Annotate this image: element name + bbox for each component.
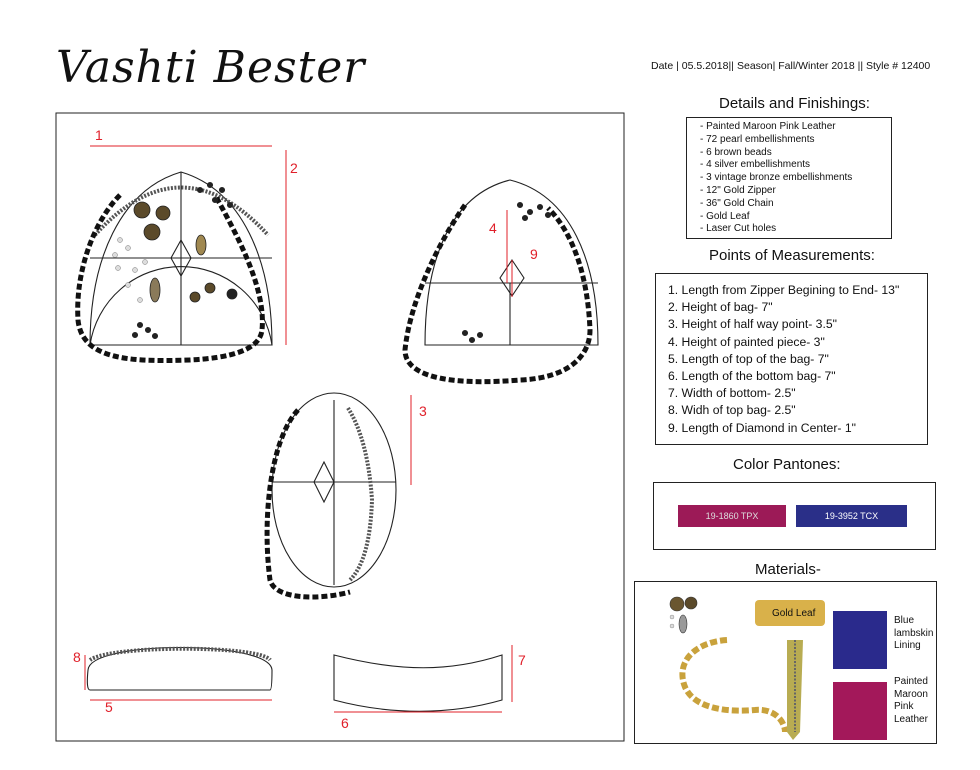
pantones-title: Color Pantones:: [733, 456, 841, 473]
measurement-item: 3. Height of half way point- 3.5": [668, 317, 837, 332]
pantones-box: 19-1860 TPX 19-3952 TCX: [653, 482, 936, 550]
side-diamond: [313, 460, 335, 504]
marker-9: 9: [530, 246, 538, 262]
measurement-markers: 1 2 3 4 5 6 7 8 9: [73, 127, 538, 731]
pantone-swatch-blue: 19-3952 TCX: [796, 505, 907, 527]
details-item: - Painted Maroon Pink Leather: [700, 121, 836, 132]
measurement-item: 2. Height of bag- 7": [668, 300, 773, 315]
bag-front-view: [75, 171, 273, 364]
marker-6: 6: [341, 715, 349, 731]
gold-leaf-sample: [755, 600, 825, 626]
front-embellishments: [133, 201, 238, 303]
embellishment-samples: [669, 596, 698, 634]
back-body: [424, 179, 599, 346]
marker-5: 5: [105, 699, 113, 715]
style-number: Style # 12400: [866, 60, 931, 72]
maroon-leather-swatch: [833, 682, 887, 740]
front-beads: [131, 181, 234, 340]
details-item: - Laser Cut holes: [700, 223, 777, 235]
technical-drawing: 1 2 3 4 5 6 7 8 9: [55, 112, 625, 742]
front-chain: [75, 193, 265, 364]
lining-label: Blue lambskin Lining: [894, 615, 934, 651]
bag-side-view: [264, 392, 397, 600]
date-label: Date | 05.5.2018||: [651, 60, 734, 72]
back-beads: [461, 201, 552, 344]
details-item: - 72 pearl embellishments: [700, 133, 815, 145]
marker-2: 2: [290, 160, 298, 176]
marker-3: 3: [419, 403, 427, 419]
top-zipper: [88, 646, 272, 662]
marker-1: 1: [95, 127, 103, 143]
marker-8: 8: [73, 649, 81, 665]
season-label: Season| Fall/Winter 2018 ||: [737, 60, 864, 72]
blue-lining-swatch: [833, 611, 887, 669]
measurement-item: 5. Length of top of the bag- 7": [668, 351, 829, 366]
bag-top-view: [86, 646, 273, 691]
front-pearls: [112, 237, 148, 303]
measurement-item: 6. Length of the bottom bag- 7": [668, 369, 836, 384]
marker-4: 4: [489, 220, 497, 236]
measurement-item: 4. Height of painted piece- 3": [668, 334, 825, 349]
brand-name: Vashti Bester: [56, 42, 366, 93]
bag-bottom-view: [333, 654, 503, 712]
materials-title: Materials-: [755, 561, 821, 578]
front-diamond: [170, 238, 192, 278]
details-item: - Gold Leaf: [700, 210, 750, 222]
bottom-strip: [333, 654, 503, 712]
measurements-title: Points of Measurements:: [709, 247, 875, 264]
measurement-lines: [84, 145, 513, 713]
materials-illustration: [669, 596, 887, 740]
measurement-item: 7. Width of bottom- 2.5": [668, 386, 796, 401]
details-list: - Painted Maroon Pink Leather - 72 pearl…: [686, 117, 892, 239]
side-zipper: [346, 406, 375, 582]
leather-label: Painted Maroon Pink Leather: [894, 676, 928, 725]
front-zipper: [93, 185, 270, 237]
details-title: Details and Finishings:: [719, 95, 870, 112]
side-chain: [264, 408, 351, 600]
details-item: - 36" Gold Chain: [700, 197, 774, 209]
bag-back-view: [402, 179, 599, 385]
measurements-list: 1. Length from Zipper Begining to End- 1…: [655, 273, 928, 445]
details-item: - 3 vintage bronze embellishments: [700, 172, 853, 184]
details-item: - 6 brown beads: [700, 146, 772, 158]
marker-7: 7: [518, 652, 526, 668]
gold-leaf-label: Gold Leaf: [772, 608, 816, 619]
measurement-item: 9. Length of Diamond in Center- 1": [668, 420, 856, 435]
back-chain: [402, 203, 593, 385]
details-item: - 4 silver embellishments: [700, 159, 811, 171]
materials-box: Gold Leaf Blue lambskin Lining Painted M…: [634, 581, 937, 744]
drawing-frame: [55, 112, 625, 742]
pantone-swatch-maroon: 19-1860 TPX: [678, 505, 786, 527]
measurement-item: 8. Widh of top bag- 2.5": [668, 403, 796, 418]
gold-chain-sample: [679, 637, 788, 733]
details-item: - 12" Gold Zipper: [700, 184, 776, 196]
measurement-item: 1. Length from Zipper Begining to End- 1…: [668, 283, 900, 297]
